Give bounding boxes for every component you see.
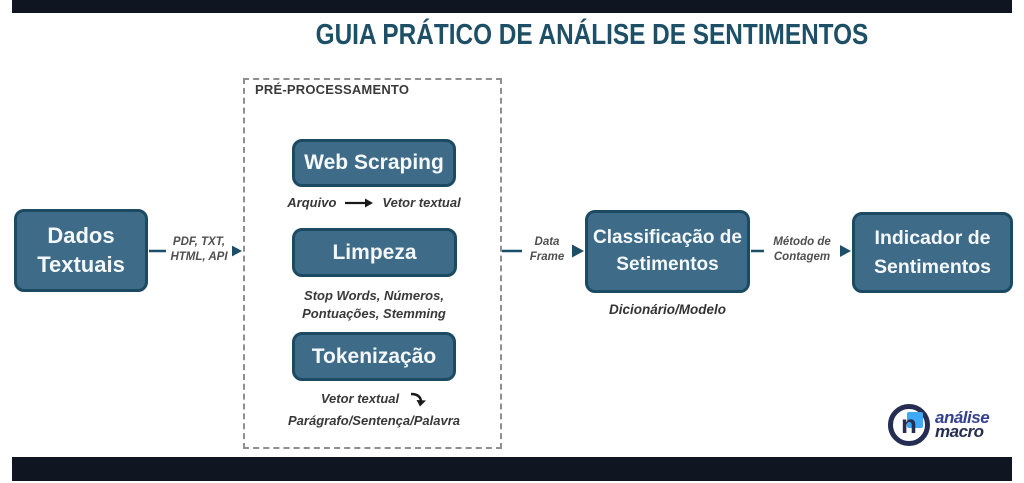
caption-text: Vetor textual (320, 391, 400, 406)
page-title: GUIA PRÁTICO DE ANÁLISE DE SENTIMENTOS (263, 19, 869, 52)
dicionario-modelo-subbox: Dicionário/Modelo (585, 293, 750, 326)
logo-n-glyph: n (901, 409, 917, 439)
edge-label-text: HTML, API (170, 250, 228, 263)
analise-macro-logo: n análise macro (888, 400, 1018, 450)
arrowhead-icon (230, 244, 242, 258)
edge-label-text: Contagem (773, 250, 831, 263)
edge-label-text: Método de (773, 236, 831, 248)
node-label: Dados (47, 222, 115, 248)
right-arrow-icon (345, 198, 374, 208)
edge-label-text: PDF, TXT, (172, 236, 226, 248)
caption-tokenizacao-line1: Vetor textual (284, 390, 464, 408)
node-label: Limpeza (332, 240, 417, 264)
caption-text: Arquivo (287, 195, 337, 210)
logo-word-analise: análise (935, 408, 990, 428)
node-label: Classificação de (593, 226, 742, 248)
node-classificacao-de-setimentos: Classificação de Setimentos (585, 210, 750, 293)
node-label: Setimentos (616, 253, 719, 275)
edge-label-data-frame: Data Frame (522, 234, 572, 266)
edge-label-pdf-txt-html-api: PDF, TXT, HTML, API (166, 234, 232, 266)
caption-web-scraping: Arquivo Vetor textual (264, 194, 484, 212)
caption-text: Vetor textual (382, 195, 461, 210)
node-tokenizacao: Tokenização (292, 332, 456, 381)
node-label: Sentimentos (873, 255, 992, 278)
caption-limpeza: Stop Words, Números, Pontuações, Stemmin… (274, 287, 474, 322)
node-label: Web Scraping (304, 151, 444, 175)
caption-text: Stop Words, Números, (304, 288, 444, 303)
curved-down-arrow-icon (411, 392, 427, 407)
subbox-label: Dicionário/Modelo (608, 302, 726, 317)
bottom-bar (12, 457, 1012, 481)
node-label: Textuais (37, 251, 125, 277)
arrowhead-icon (839, 244, 851, 258)
node-web-scraping: Web Scraping (292, 139, 456, 187)
caption-text: Pontuações, Stemming (302, 305, 446, 321)
page-title-text: GUIA PRÁTICO DE ANÁLISE DE SENTIMENTOS (315, 19, 869, 51)
edge-label-text: Data (534, 236, 560, 248)
node-label: Indicador de (874, 227, 991, 250)
arrowhead-icon (572, 244, 584, 258)
edge-label-text: Frame (529, 250, 565, 263)
caption-text: Parágrafo/Sentença/Palavra (288, 413, 460, 428)
top-bar (12, 0, 1012, 13)
node-dados-textuais: Dados Textuais (14, 209, 148, 292)
caption-tokenizacao-line2: Parágrafo/Sentença/Palavra (254, 412, 494, 430)
node-indicador-de-sentimentos: Indicador de Sentimentos (852, 212, 1013, 293)
analise-macro-logo-icon: n (888, 404, 930, 446)
logo-word-macro: macro (935, 422, 984, 441)
node-limpeza: Limpeza (292, 228, 457, 277)
node-label: Tokenização (311, 344, 437, 368)
edge-label-metodo-de-contagem: Método de Contagem (764, 234, 840, 266)
preprocess-title: PRÉ-PROCESSAMENTO (255, 82, 410, 97)
logo-wordmark: análise macro (935, 408, 990, 441)
logo-blue-square (907, 412, 923, 428)
